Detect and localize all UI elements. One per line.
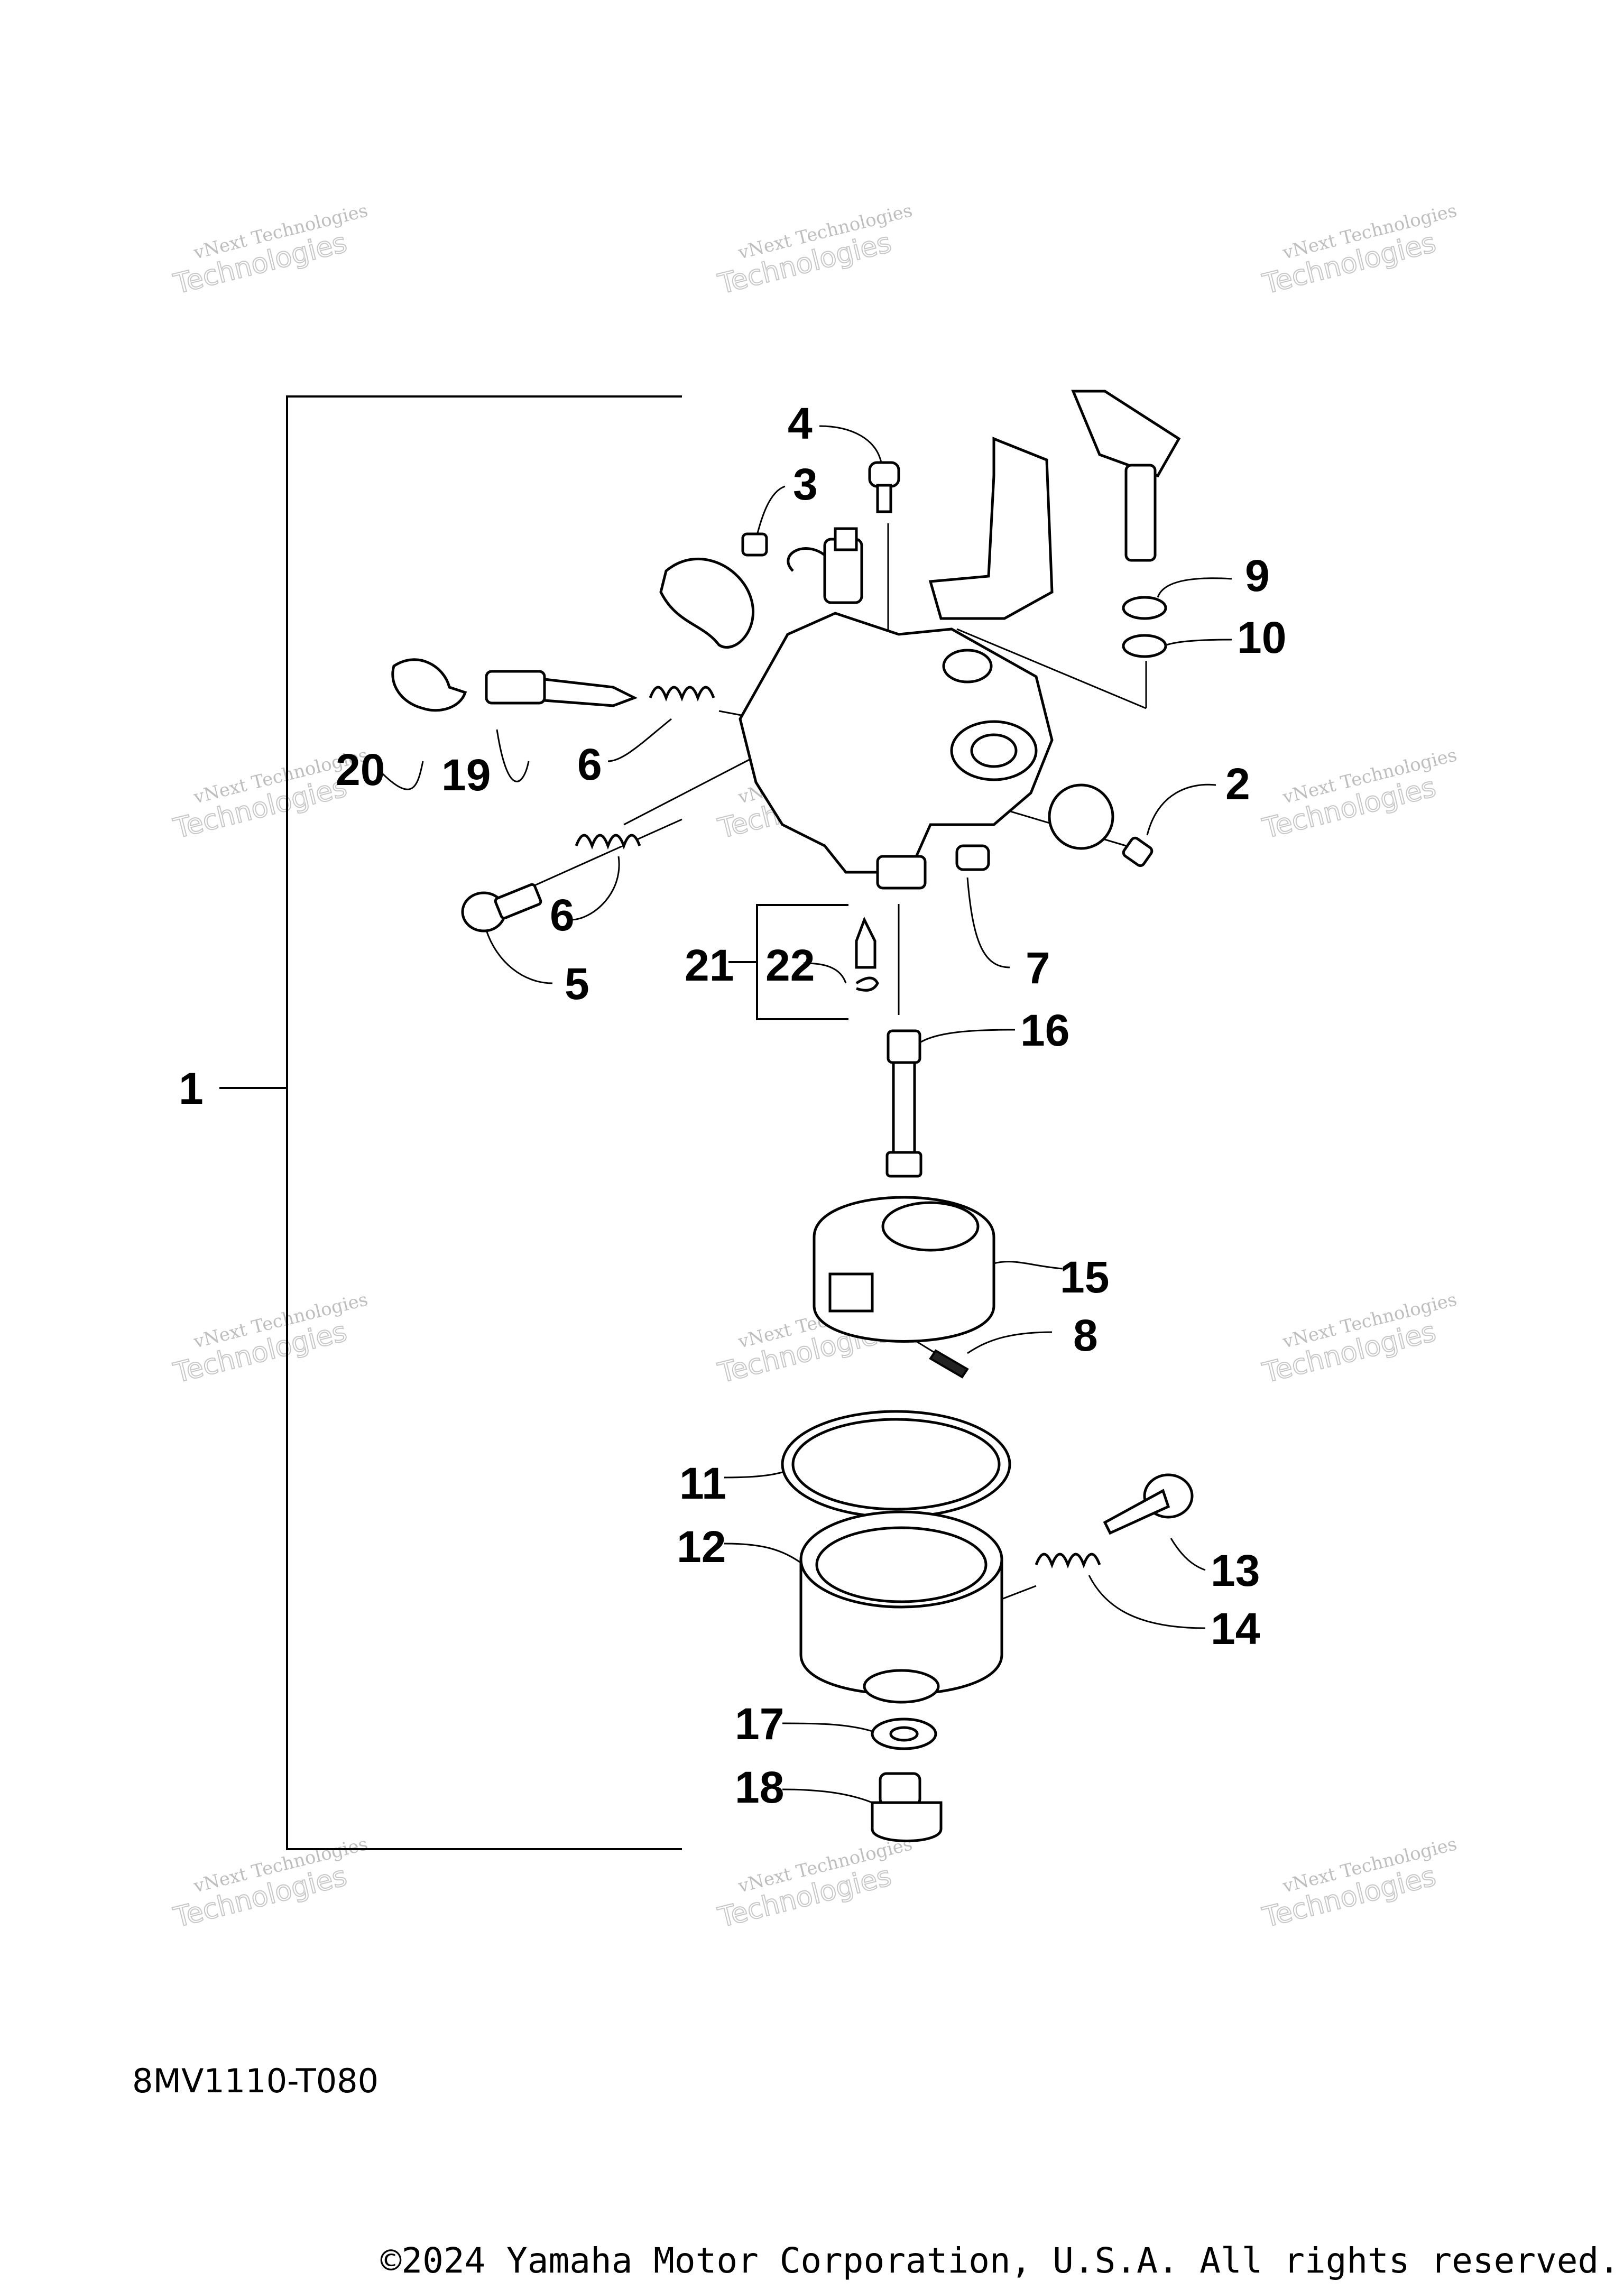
callout-13: 13 (1211, 1546, 1260, 1595)
assembly-bracket (219, 395, 682, 1850)
callout-2: 2 (1225, 759, 1250, 809)
callout-22: 22 (765, 940, 815, 990)
screw-3 (741, 532, 768, 557)
sub-bracket-21 (728, 904, 848, 1020)
pilot-screw-19 (485, 670, 638, 707)
carburetor-body (739, 527, 1054, 890)
callout-18: 18 (735, 1762, 784, 1812)
float-bowl-12 (799, 1510, 1003, 1704)
choke-shaft (1071, 390, 1181, 562)
callout-9: 9 (1245, 551, 1270, 601)
screw-7 (955, 844, 990, 871)
float-15 (813, 1196, 995, 1343)
callout-21: 21 (685, 940, 734, 990)
needle-valve-22 (855, 916, 876, 969)
main-jet-16 (885, 1029, 922, 1178)
callout-17: 17 (735, 1699, 784, 1749)
callout-15: 15 (1060, 1252, 1109, 1302)
callout-16: 16 (1020, 1005, 1069, 1055)
callout-1: 1 (179, 1064, 204, 1113)
spring-6-upper (649, 686, 715, 702)
callout-5: 5 (565, 959, 589, 1009)
callout-11: 11 (679, 1458, 726, 1508)
callout-12: 12 (677, 1522, 726, 1572)
callout-labels: 1 2 3 4 5 6 6 7 8 9 10 11 12 13 14 15 16… (179, 399, 1286, 1812)
callout-8: 8 (1073, 1310, 1098, 1360)
throttle-plate (1048, 783, 1114, 850)
callout-4: 4 (788, 399, 813, 448)
spring-6-lower (575, 834, 641, 850)
washer-9 (1122, 596, 1167, 620)
parts (391, 390, 1194, 1842)
drain-plug-18 (871, 1772, 943, 1842)
copyright-notice: ©2024 Yamaha Motor Corporation, U.S.A. A… (380, 2240, 1620, 2281)
choke-plate (659, 557, 755, 649)
callout-10: 10 (1237, 613, 1286, 662)
washer-10 (1122, 634, 1167, 658)
diagram-reference-code: 8MV1110-T080 (132, 2062, 379, 2100)
drain-screw-13 (1103, 1473, 1194, 1535)
screw-4 (868, 461, 900, 488)
clip-22 (855, 976, 879, 992)
screw-5 (461, 883, 542, 932)
callout-6-upper: 6 (577, 740, 602, 789)
spring-14 (1035, 1553, 1101, 1569)
callout-19: 19 (441, 750, 491, 800)
callout-3: 3 (793, 459, 818, 509)
limiter-cap-20 (391, 658, 467, 712)
callout-6-lower: 6 (550, 890, 575, 940)
throttle-bracket (928, 437, 1054, 620)
callout-7: 7 (1026, 943, 1050, 993)
screw-2 (1122, 836, 1154, 867)
callout-14: 14 (1211, 1604, 1260, 1654)
callout-20: 20 (336, 745, 385, 795)
float-pin-8 (929, 1349, 969, 1379)
